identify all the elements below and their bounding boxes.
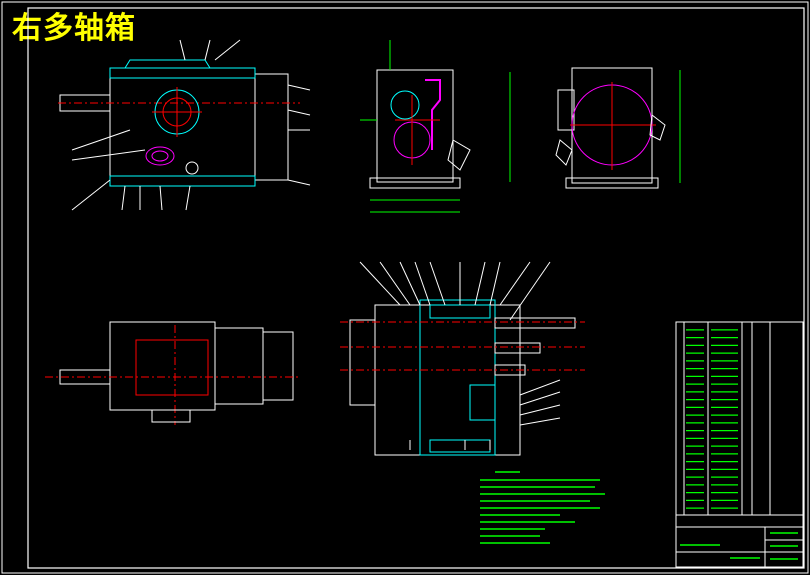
front-section-view xyxy=(58,39,311,211)
tech-requirements xyxy=(480,471,605,544)
parts-list xyxy=(675,321,804,568)
inner-frame xyxy=(27,7,805,569)
top-view xyxy=(45,321,300,425)
drawing-title: 右多轴箱 xyxy=(12,11,136,46)
end-view xyxy=(555,67,681,189)
unfolded-section-view xyxy=(340,261,585,456)
side-view xyxy=(360,40,511,213)
